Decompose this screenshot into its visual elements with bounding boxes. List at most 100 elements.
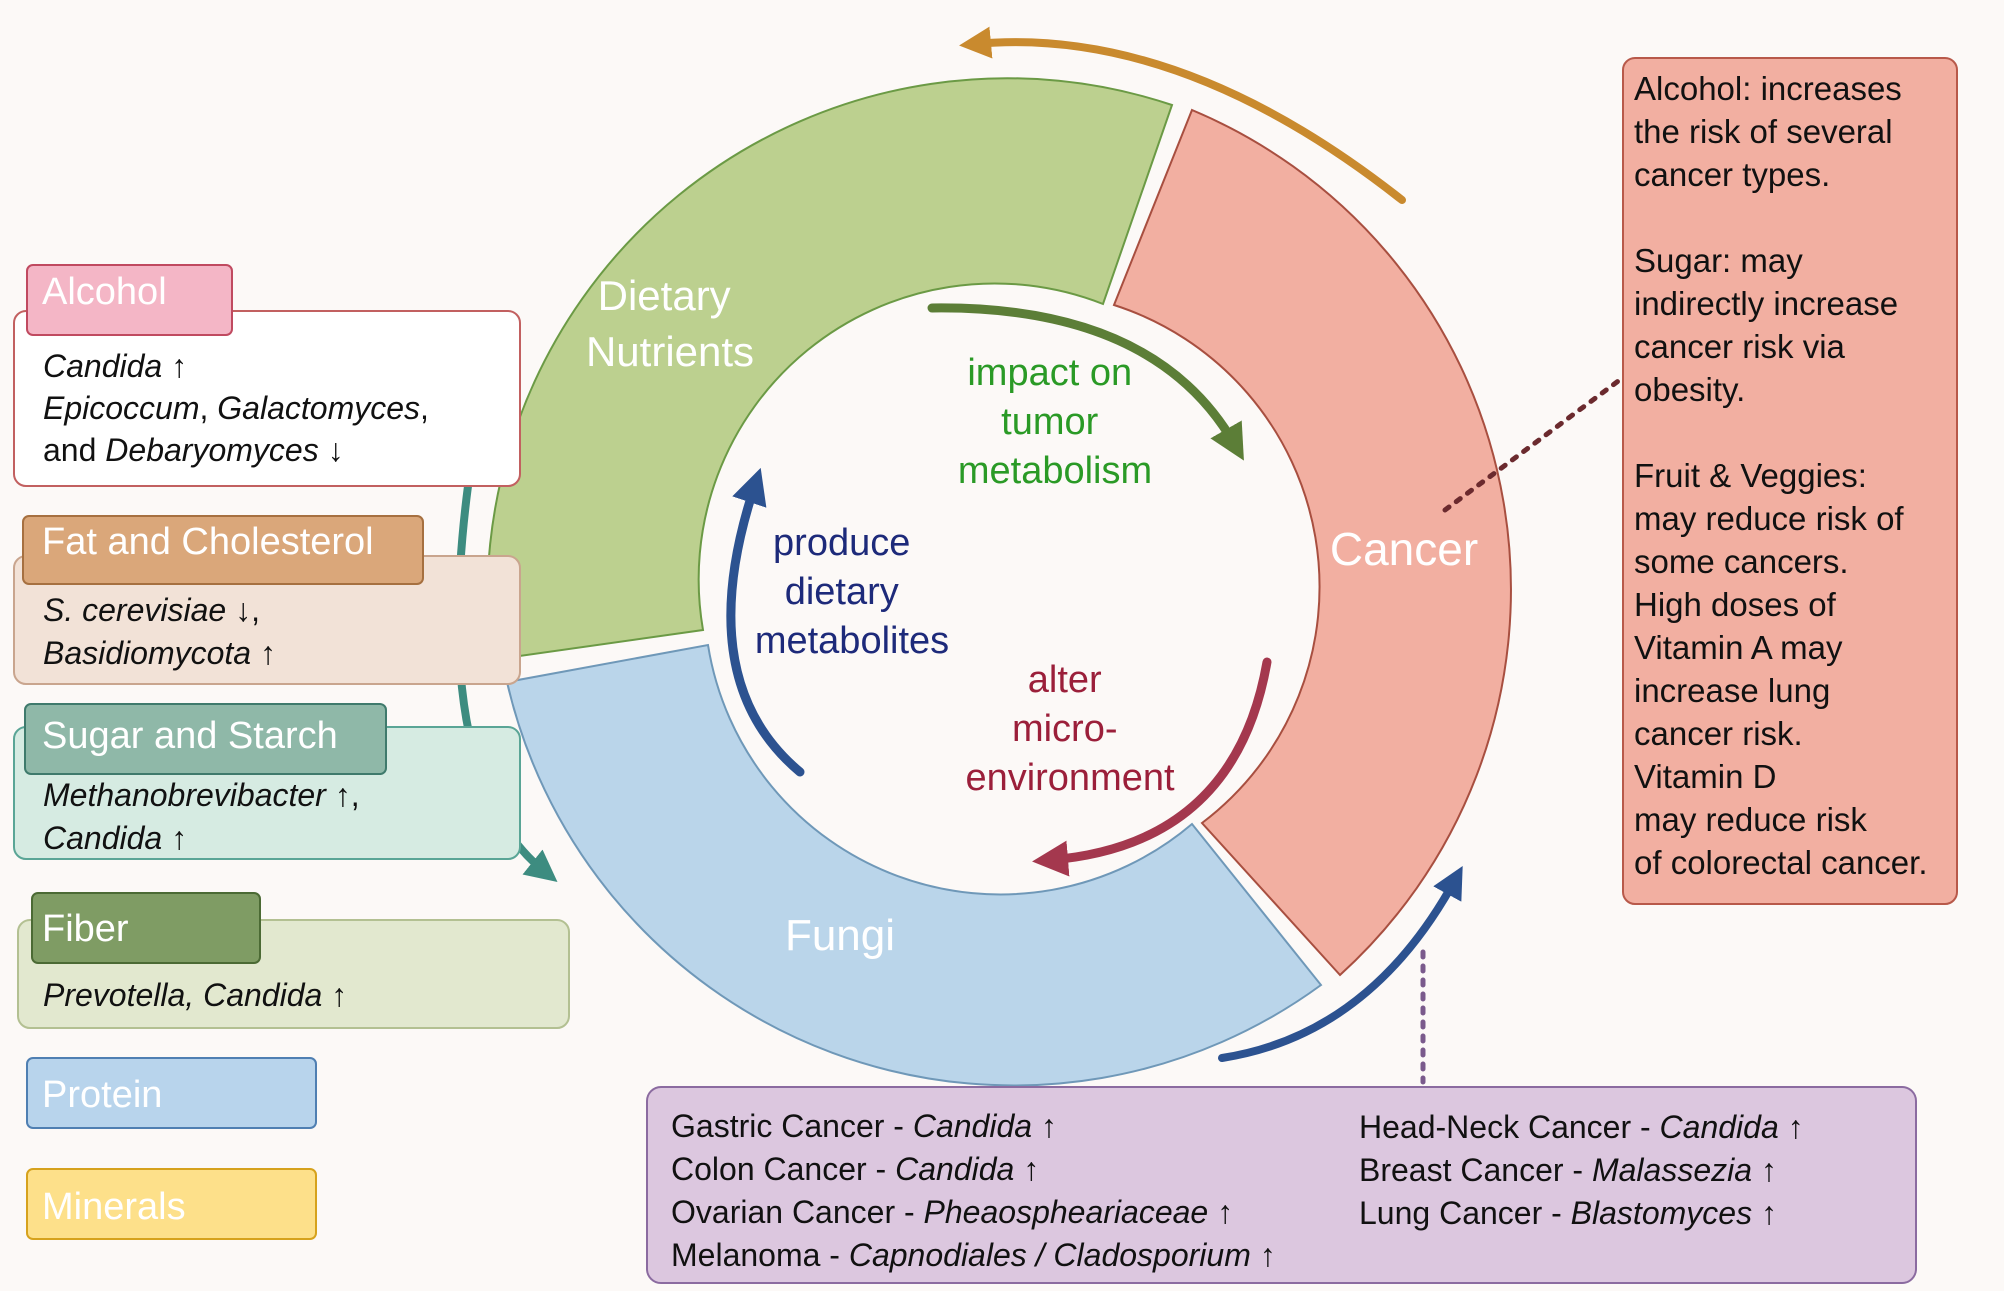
category-protein: Protein <box>26 1057 317 1129</box>
text-run: ↑, <box>326 777 360 813</box>
category-sugar-lines: Methanobrevibacter ↑, Candida ↑ <box>43 777 360 856</box>
text-run: ↑ <box>251 635 276 671</box>
impact-arrow <box>927 303 1244 461</box>
text-run: Malassezia <box>1592 1152 1752 1188</box>
cancer-info-line: Fruit & Veggies: <box>1634 457 1867 494</box>
text-run: Epicoccum <box>43 390 200 426</box>
text-run: Melanoma - <box>671 1237 849 1273</box>
cancer-info-line: some cancers. <box>1634 543 1849 580</box>
text-run: Blastomyces <box>1571 1195 1752 1231</box>
category-alcohol: Alcohol Candida ↑ Epicoccum, Galactomyces… <box>13 264 521 487</box>
text-run: , <box>200 390 218 426</box>
top-arrow <box>959 26 1406 204</box>
cancer-info-text: Alcohol: increases the risk of several can… <box>1634 70 1928 881</box>
text-run: ↑ <box>162 820 187 856</box>
text-run: Candida <box>1660 1109 1779 1145</box>
text-run: Debaryomyces <box>105 432 318 468</box>
text-run: Lung Cancer - <box>1359 1195 1571 1231</box>
cancer-info-line: cancer risk. <box>1634 715 1803 752</box>
category-fat-title: Fat and Cholesterol <box>42 521 374 563</box>
category-fat-lines: S. cerevisiae ↓, Basidiomycota ↑ <box>43 592 276 671</box>
fungi-info-box-frame <box>646 1086 1917 1284</box>
cancer-info-line: the risk of several <box>1634 113 1893 150</box>
text-run: Gastric Cancer - <box>671 1108 913 1144</box>
text-run: S. cerevisiae <box>43 592 226 628</box>
category-fat-tab <box>22 515 424 585</box>
category-fiber-lines: Prevotella, Candida ↑ <box>43 977 347 1013</box>
category-fat-and-cholesterol: Fat and Cholesterol S. cerevisiae ↓, Basi… <box>13 515 521 685</box>
cancer-info-line: may reduce risk <box>1634 801 1867 838</box>
category-alcohol-title: Alcohol <box>42 271 167 313</box>
fungi-info-box: Gastric Cancer - Candida ↑ Colon Cancer -… <box>646 1086 1917 1284</box>
text-run: Galactomyces <box>217 390 420 426</box>
text-run: Methanobrevibacter <box>43 777 327 813</box>
text-run: ↓, <box>226 592 260 628</box>
text-run: Candida <box>895 1151 1014 1187</box>
ring-segment-fungi <box>505 643 1323 1087</box>
text-run: Head-Neck Cancer - <box>1359 1109 1660 1145</box>
text-run: Prevotella, Candida <box>43 977 322 1013</box>
text-run: ↑ <box>1014 1151 1039 1187</box>
text-run: Candida <box>43 348 162 384</box>
cancer-info-line: cancer risk via <box>1634 328 1846 365</box>
category-minerals-title: Minerals <box>42 1186 186 1228</box>
category-sugar-tab <box>24 703 387 775</box>
text-run: ↑ <box>1752 1152 1777 1188</box>
text-run: and <box>43 432 105 468</box>
text-run: ↑ <box>1251 1237 1276 1273</box>
text-run: Colon Cancer - <box>671 1151 895 1187</box>
cancer-info-line: Sugar: may <box>1634 242 1803 279</box>
text-run: ↑ <box>1752 1195 1777 1231</box>
cancer-info-box-frame <box>1622 57 1958 905</box>
category-alcohol-body <box>13 310 521 487</box>
text-run: ↑ <box>1779 1109 1804 1145</box>
category-fiber: Fiber Prevotella, Candida ↑ <box>17 892 570 1029</box>
produce-dietary-metabolites-text: produce dietary metabolites <box>755 522 949 662</box>
cancer-info-line: increase lung <box>1634 672 1830 709</box>
cancer-info-line: obesity. <box>1634 371 1745 408</box>
text-run: , <box>420 390 429 426</box>
bottom-arrow <box>1218 865 1463 1062</box>
text-run: Pheaosphеariaceae <box>924 1194 1209 1230</box>
fungi-info-left-column: Gastric Cancer - Candida ↑ Colon Cancer -… <box>671 1108 1276 1273</box>
dietary-nutrients-label: Dietary Nutrients <box>586 272 754 375</box>
category-protein-title: Protein <box>42 1074 162 1116</box>
text-run: ↑ <box>1208 1194 1233 1230</box>
text-run: ↑ <box>1032 1108 1057 1144</box>
cancer-info-box: Alcohol: increases the risk of several can… <box>1622 57 1958 905</box>
category-alcohol-lines: Candida ↑ Epicoccum, Galactomyces, and Deb… <box>43 348 429 468</box>
cancer-info-line: of colorectal cancer. <box>1634 844 1928 881</box>
category-alcohol-tab <box>26 264 233 336</box>
text-run: ↓ <box>319 432 344 468</box>
category-protein-tab <box>26 1057 317 1129</box>
text-run: ↑ <box>162 348 187 384</box>
cancer-info-line: indirectly increase <box>1634 285 1898 322</box>
ring-segment-cancer <box>1112 108 1512 977</box>
category-fiber-tab <box>31 892 261 964</box>
alter-microenvironment-text: alter micro- environment <box>965 659 1175 799</box>
cancer-info-line: may reduce risk of <box>1634 500 1904 537</box>
alter-arrow <box>1032 657 1272 877</box>
category-sugar-and-starch: Sugar and Starch Methanobrevibacter ↑, Ca… <box>13 703 521 860</box>
cancer-info-line: cancer types. <box>1634 156 1830 193</box>
category-minerals: Minerals <box>26 1168 317 1240</box>
text-run: Breast Cancer - <box>1359 1152 1592 1188</box>
cancer-label: Cancer <box>1330 523 1478 575</box>
cancer-info-line: Vitamin D <box>1634 758 1776 795</box>
fungi-label: Fungi <box>785 911 895 960</box>
text-run: Candida <box>913 1108 1032 1144</box>
text-run: Basidiomycota <box>43 635 251 671</box>
fungi-info-right-column: Head-Neck Cancer - Candida ↑ Breast Cance… <box>1359 1109 1804 1231</box>
text-run: Capnodiales / Cladosporium <box>849 1237 1251 1273</box>
cancer-info-line: Vitamin A may <box>1634 629 1843 666</box>
cancer-info-line: Alcohol: increases <box>1634 70 1902 107</box>
category-minerals-tab <box>26 1168 317 1240</box>
text-run: Candida <box>43 820 162 856</box>
text-run: Ovarian Cancer - <box>671 1194 924 1230</box>
text-run: ↑ <box>322 977 347 1013</box>
category-fiber-title: Fiber <box>42 908 129 950</box>
impact-on-tumor-metabolism-text: impact on tumor metabolism <box>958 352 1152 492</box>
category-sugar-title: Sugar and Starch <box>42 715 338 757</box>
